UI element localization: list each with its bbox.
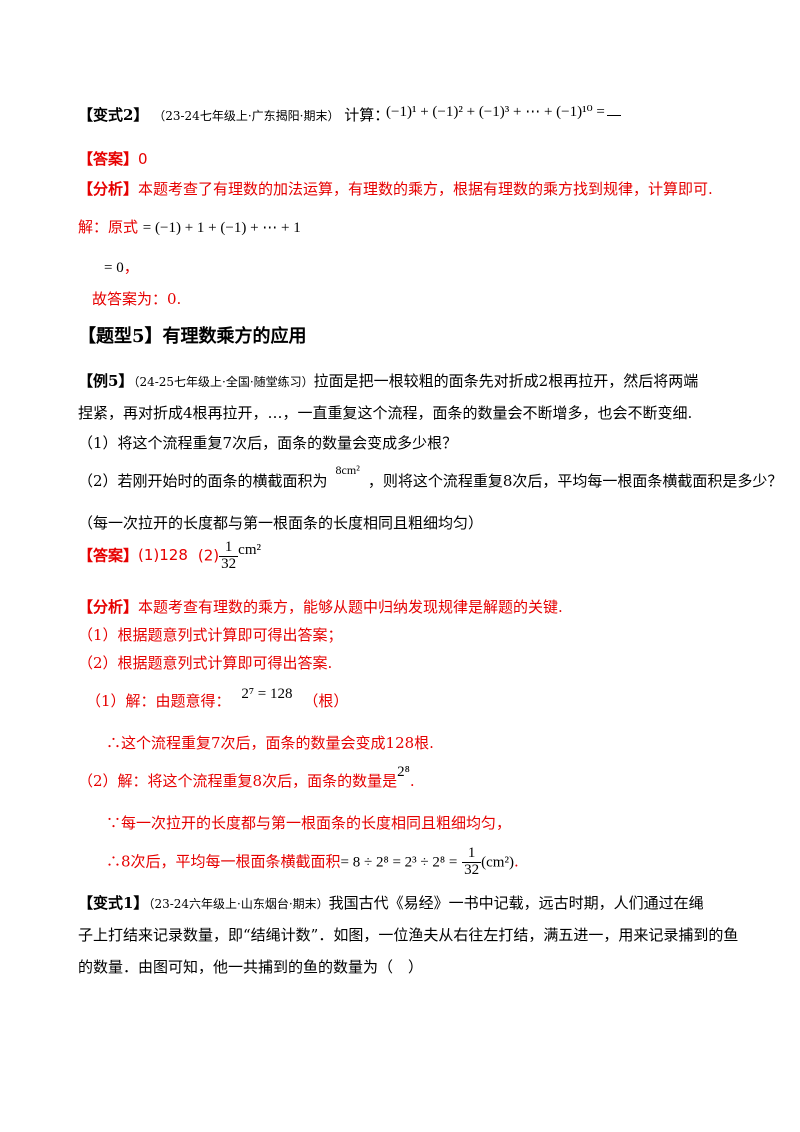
variant2-analysis: 【分析】本题考查了有理数的加法运算，有理数的乘方，根据有理数的乘方找到规律，计算… [78,180,713,198]
example5-note: （每一次拉开的长度都与第一根面条的长度相同且粗细均匀） [78,514,484,532]
variant2-question: 【变式2】 （23-24七年级上·广东揭阳·期末） 计算： [78,106,389,124]
example5-sol1-conclusion: ∴这个流程重复7次后，面条的数量会变成128根. [106,734,434,752]
example5-line2: 捏紧，再对折成4根再拉开，…，一直重复这个流程，面条的数量会不断增多，也会不断变… [78,404,693,422]
variant2-expression: (−1)¹ + (−1)² + (−1)³ + ⋯ + (−1)¹⁰ = [386,101,621,121]
example5-sol2: （2）解：将这个流程重复8次后，面条的数量是2⁸. [78,764,415,790]
variant2-tag: 【变式2】 [78,106,149,124]
answer-value: 0 [138,150,148,168]
q2-area: 8cm² [335,463,360,477]
variant1-tag: 【变式1】 [78,894,149,912]
variant2-source: （23-24七年级上·广东揭阳·期末） [153,109,340,123]
example5-source: （24-25七年级上·全国·随堂练习） [133,375,314,389]
analysis-label: 【分析】 [78,180,139,198]
example5-q2: （2）若刚开始时的面条的横截面积为8cm²，则将这个流程重复8次后，平均每一根面… [78,463,783,490]
example5-analysis-2: （2）根据题意列式计算即可得出答案. [78,654,333,672]
example5-sol1: （1）解：由题意得： 2⁷ = 128 （根） [86,686,349,710]
variant1-line1: 【变式1】（23-24六年级上·山东烟台·期末）我国古代《易经》一书中记载，远古… [78,894,704,912]
example5-line1: 【例5】（24-25七年级上·全国·随堂练习）拉面是把一根较粗的面条先对折成2根… [78,372,699,390]
variant1-source: （23-24六年级上·山东烟台·期末） [148,897,329,911]
variant2-answer: 【答案】0 [78,150,148,168]
solution-expr: = (−1) + 1 + (−1) + ⋯ + 1 [142,220,301,236]
analysis-text: 本题考查了有理数的加法运算，有理数的乘方，根据有理数的乘方找到规律，计算即可. [138,180,713,198]
variant2-solution: 解：原式 = (−1) + 1 + (−1) + ⋯ + 1 [78,218,301,237]
variant2-solution-result: = 0， [104,258,139,276]
variant2-prompt: 计算： [344,106,390,124]
example5-q1: （1）将这个流程重复7次后，面条的数量会变成多少根？ [78,434,458,452]
solution-result: = 0 [104,260,124,276]
example5-analysis: 【分析】本题考查有理数的乘方，能够从题中归纳发现规律是解题的关键. [78,598,563,616]
answer-label: 【答案】 [78,150,139,168]
section-title: 【题型5】有理数乘方的应用 [78,326,307,347]
variant1-line2: 子上打结来记录数量，即“结绳计数”．如图，一位渔夫从右往左打结，满五进一，用来记… [78,926,739,944]
answer-blank [606,101,621,116]
example5-sol2-because: ∵每一次拉开的长度都与第一根面条的长度相同且粗细均匀， [106,814,512,832]
sol1-expr: 2⁷ = 128 [241,686,293,702]
example5-tag: 【例5】 [78,372,134,390]
example5-analysis-1: （1）根据题意列式计算即可得出答案； [78,626,343,644]
solution-prefix: 解：原式 [78,218,139,236]
variant2-final: 故答案为：0. [92,290,182,308]
variant1-line3: 的数量．由图可知，他一共捕到的鱼的数量为（ ） [78,958,424,976]
